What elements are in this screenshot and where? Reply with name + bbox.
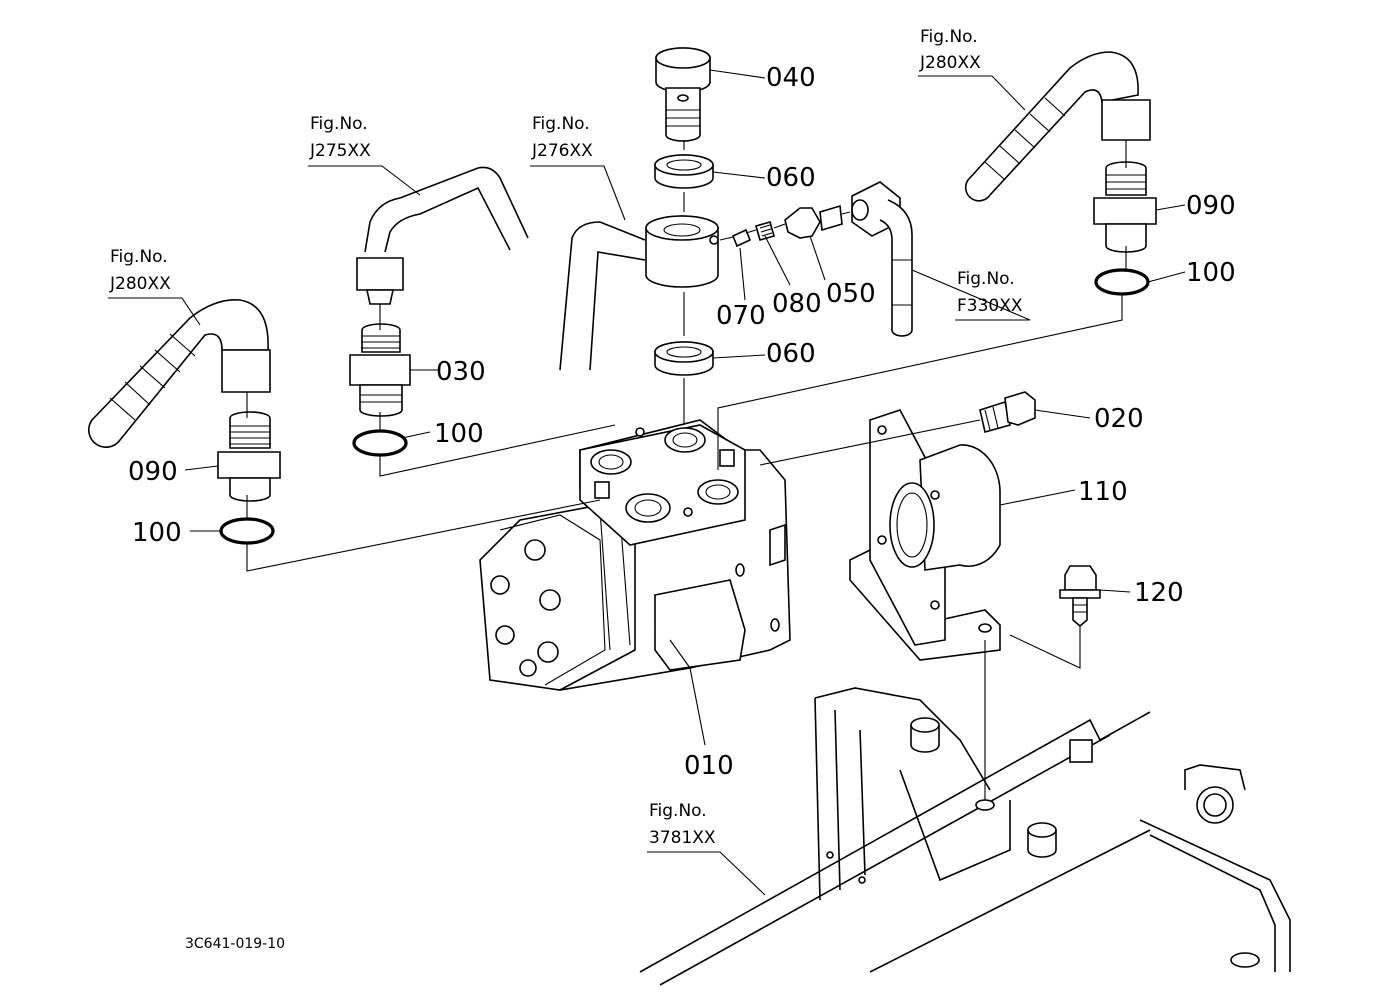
fig-ref-j275-title: Fig.No. <box>310 114 368 134</box>
seal-060-upper <box>654 154 714 189</box>
fig-ref-j280-left-code: J280XX <box>109 274 171 294</box>
fig-ref-j280-right-title: Fig.No. <box>920 27 978 47</box>
adapter-090-left <box>217 411 281 502</box>
o-ring-100-right <box>1094 268 1150 296</box>
plug-040 <box>655 47 711 142</box>
fig-ref-j280-right-code: J280XX <box>919 53 981 73</box>
frame-assembly <box>639 687 1291 986</box>
adapter-090-right <box>1093 161 1157 253</box>
bolt-020 <box>979 391 1036 433</box>
fig-ref-f330-code: F330XX <box>957 296 1023 316</box>
adapter-030 <box>349 323 411 417</box>
label-040: 040 <box>766 63 816 93</box>
o-ring-100-mid <box>352 429 408 457</box>
bolt-120 <box>1059 565 1101 628</box>
fig-ref-j280-left-title: Fig.No. <box>110 247 168 267</box>
drawing-code: 3C641-019-10 <box>185 936 285 952</box>
label-110: 110 <box>1078 477 1128 507</box>
end-cap-bolts <box>490 539 561 677</box>
bracket-110 <box>849 409 1001 661</box>
label-090-right: 090 <box>1186 191 1236 221</box>
label-090-left: 090 <box>128 457 178 487</box>
hose-right-j280 <box>964 51 1151 202</box>
label-100-mid: 100 <box>434 419 484 449</box>
label-080: 080 <box>772 289 822 319</box>
o-ring-100-left <box>219 517 275 545</box>
steering-unit-010 <box>479 419 791 691</box>
pipe-j275 <box>356 166 529 305</box>
label-020: 020 <box>1094 404 1144 434</box>
check-valve-parts <box>719 181 913 337</box>
label-120: 120 <box>1134 578 1184 608</box>
valve-block <box>559 47 719 425</box>
label-050: 050 <box>826 279 876 309</box>
part-number-labels: 040 060 060 070 080 050 030 100 090 100 … <box>128 63 1236 781</box>
fig-ref-3781-code: 3781XX <box>649 828 716 848</box>
fig-ref-j275-code: J275XX <box>309 141 371 161</box>
label-060-upper: 060 <box>766 163 816 193</box>
label-010: 010 <box>684 751 734 781</box>
label-100-left: 100 <box>132 518 182 548</box>
fig-ref-f330-title: Fig.No. <box>957 269 1015 289</box>
fig-ref-j276-code: J276XX <box>531 141 593 161</box>
fig-ref-3781-title: Fig.No. <box>649 801 707 821</box>
figure-references: Fig.No. J275XX Fig.No. J276XX Fig.No. J2… <box>109 27 1023 848</box>
fig-ref-j276-title: Fig.No. <box>532 114 590 134</box>
label-030: 030 <box>436 357 486 387</box>
label-100-right: 100 <box>1186 258 1236 288</box>
seal-060-lower <box>654 341 714 376</box>
label-060-lower: 060 <box>766 339 816 369</box>
hose-left-j280 <box>88 299 271 448</box>
label-070: 070 <box>716 301 766 331</box>
assembly-lines <box>108 69 1186 896</box>
